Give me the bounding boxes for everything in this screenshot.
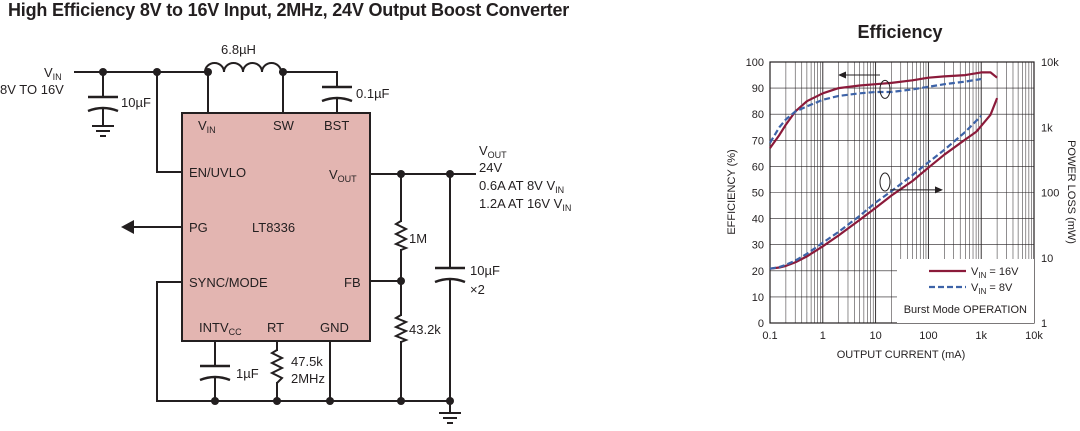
vin-range: 8V TO 16V (0, 82, 64, 97)
efficiency-line-16v (769, 71, 998, 149)
y-tick-label: 30 (752, 240, 764, 252)
cout-label: 10µF (470, 263, 500, 278)
freq-label: 2MHz (291, 371, 325, 386)
ic-body (181, 112, 371, 342)
pin-sw: SW (273, 118, 295, 133)
cin-label: 10µF (121, 95, 151, 110)
svg-text:1.2A AT 16V VIN: 1.2A AT 16V VIN (479, 196, 571, 213)
svg-text:VIN: VIN (198, 118, 216, 135)
y-tick-label: 40 (752, 214, 764, 226)
arrow-left-icon (838, 71, 846, 79)
pin-sync: SYNC/MODE (189, 275, 268, 290)
x-axis-label: OUTPUT CURRENT (mA) (837, 349, 966, 361)
y-tick-label: 10 (752, 292, 764, 304)
y-axis-label: EFFICIENCY (%) (726, 149, 738, 234)
y-tick-label: 80 (752, 109, 764, 121)
pin-fb: FB (344, 275, 361, 290)
pin-pg: PG (189, 220, 208, 235)
svg-text:INTVCC: INTVCC (199, 320, 242, 337)
x-tick-label: 10 (869, 330, 881, 342)
r-top-label: 1M (409, 231, 427, 246)
chart-annotations: VIN = 16V VIN = 8V Burst Mode OPERATION (838, 71, 1034, 323)
chart-grid (769, 61, 1035, 324)
efficiency-line-8v (769, 77, 982, 144)
r-bottom-label: 43.2k (409, 322, 441, 337)
y2-tick-label: 10k (1041, 57, 1059, 69)
x-tick-label: 1 (820, 330, 826, 342)
cbst-label: 0.1µF (356, 86, 390, 101)
power-loss-line-8v (769, 115, 982, 270)
x-tick-label: 10k (1025, 330, 1043, 342)
r-bottom (393, 314, 409, 343)
x-tick-label: 100 (919, 330, 937, 342)
y-tick-label: 50 (752, 188, 764, 200)
plot-frame (769, 61, 1035, 324)
ground-symbol-main (439, 412, 461, 424)
y-tick-label: 0 (758, 318, 764, 330)
y2-tick-label: 10 (1041, 253, 1053, 265)
page-title: High Efficiency 8V to 16V Input, 2MHz, 2… (8, 0, 570, 20)
schematic: VIN 8V TO 16V 10µF 6.8µH 0.1µF VIN SW BS… (0, 42, 571, 424)
pin-rt: RT (267, 320, 284, 335)
ic-name: LT8336 (252, 220, 295, 235)
x-tick-label: 1k (975, 330, 987, 342)
y-tick-label: 100 (746, 57, 764, 69)
inductor (204, 62, 282, 73)
y-tick-label: 90 (752, 83, 764, 95)
legend-note: Burst Mode OPERATION (904, 304, 1027, 316)
inductor-label: 6.8µH (221, 42, 256, 57)
r-top (393, 220, 409, 251)
y2-axis-label: POWER LOSS (mW) (1065, 140, 1077, 244)
rrt-label: 47.5k (291, 354, 323, 369)
chart-series (769, 71, 999, 270)
legend-label: VIN = 16V (971, 266, 1019, 280)
cin-plate-curved (87, 106, 119, 113)
legend-box (897, 259, 1034, 323)
y2-tick-label: 100 (1041, 188, 1059, 200)
chart-title: Efficiency (857, 22, 942, 42)
svg-text:VOUT: VOUT (479, 143, 507, 160)
pin-bst: BST (324, 118, 349, 133)
y2-tick-label: 1 (1041, 318, 1047, 330)
y-tick-label: 60 (752, 161, 764, 173)
cintvcc-label: 1µF (236, 366, 259, 381)
y-tick-label: 20 (752, 266, 764, 278)
r-rt (269, 349, 285, 384)
power-loss-marker-ellipse (879, 172, 891, 192)
arrow-right-icon (935, 186, 943, 194)
pg-arrow-icon (121, 220, 134, 234)
vout-value: 24V (479, 160, 502, 175)
pin-gnd: GND (320, 320, 349, 335)
pin-en: EN/UVLO (189, 165, 246, 180)
ground-symbol-cin (92, 125, 114, 137)
efficiency-marker-ellipse (879, 79, 891, 99)
x-tick-label: 0.1 (762, 330, 777, 342)
svg-text:VOUT: VOUT (329, 167, 357, 184)
svg-text:VIN: VIN (44, 65, 62, 82)
y-tick-label: 70 (752, 135, 764, 147)
power-loss-line-16v (769, 97, 999, 270)
cout-mult: ×2 (470, 282, 485, 297)
y2-tick-label: 1k (1041, 122, 1053, 134)
legend-label: VIN = 8V (971, 282, 1013, 296)
svg-text:0.6A AT 8V VIN: 0.6A AT 8V VIN (479, 178, 564, 195)
